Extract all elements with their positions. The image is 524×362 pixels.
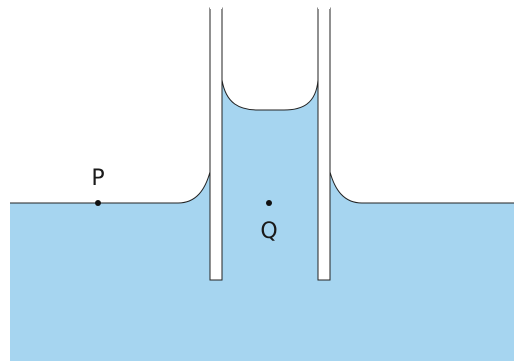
tube-wall-right xyxy=(317,7,331,281)
meniscus-line xyxy=(221,79,319,111)
reservoir-surface-line-right xyxy=(329,171,514,204)
reservoir-water xyxy=(10,172,514,361)
point-q-dot xyxy=(266,200,272,206)
tube-water-column xyxy=(222,80,318,280)
tube-wall-left xyxy=(209,7,223,281)
reservoir-surface-line xyxy=(10,171,211,204)
point-q-label: Q xyxy=(260,219,277,244)
point-p-dot xyxy=(95,200,101,206)
point-p-label: P xyxy=(91,166,104,191)
